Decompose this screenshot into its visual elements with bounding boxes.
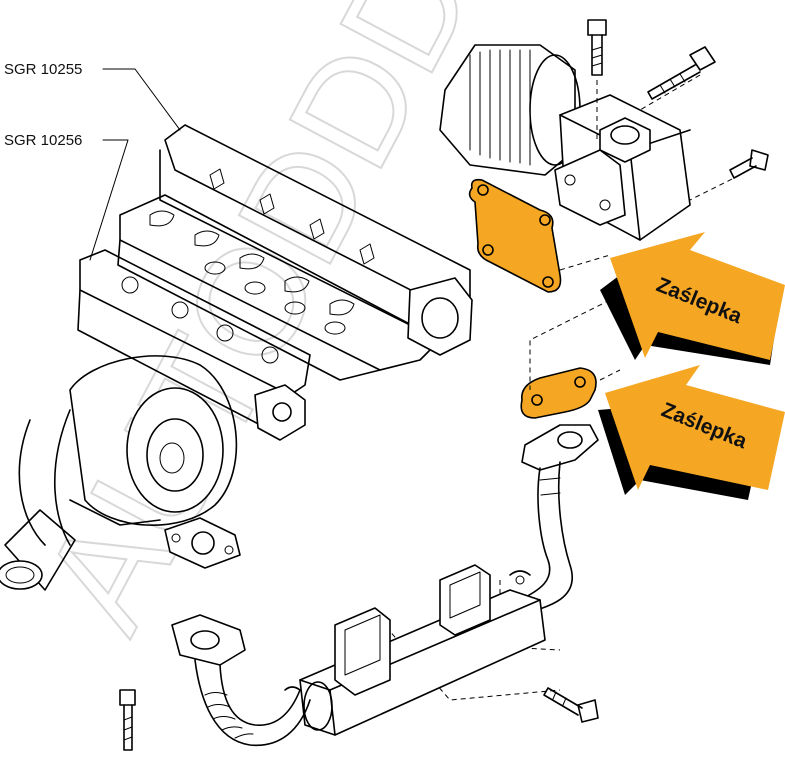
valve-bolt-right: [729, 149, 769, 179]
exhaust-manifold: [77, 249, 311, 441]
part-label-sgr-10256: SGR 10256: [4, 132, 82, 149]
valve-bolt-vertical: [587, 19, 607, 76]
part-label-sgr-10255: SGR 10255: [4, 61, 82, 78]
egr-valve: [439, 44, 691, 241]
callout-arrow-lower: [598, 365, 785, 500]
cooler-bolt-diagonal: [543, 687, 599, 723]
valve-bolt-diagonal: [647, 46, 716, 100]
part-label-lines: [89, 68, 181, 261]
egr-cooler: [284, 564, 546, 736]
turbocharger: [0, 355, 238, 591]
blanking-plate-small: [520, 367, 597, 419]
cooler-bolt-vertical: [119, 689, 136, 751]
blanking-plate-large: [468, 178, 562, 293]
intake-manifold: [117, 124, 473, 381]
egr-lower-pipe: [171, 614, 311, 747]
turbo-flange-gasket: [164, 517, 241, 569]
callout-arrow-upper: [600, 232, 785, 365]
egr-pipe: [519, 424, 599, 613]
